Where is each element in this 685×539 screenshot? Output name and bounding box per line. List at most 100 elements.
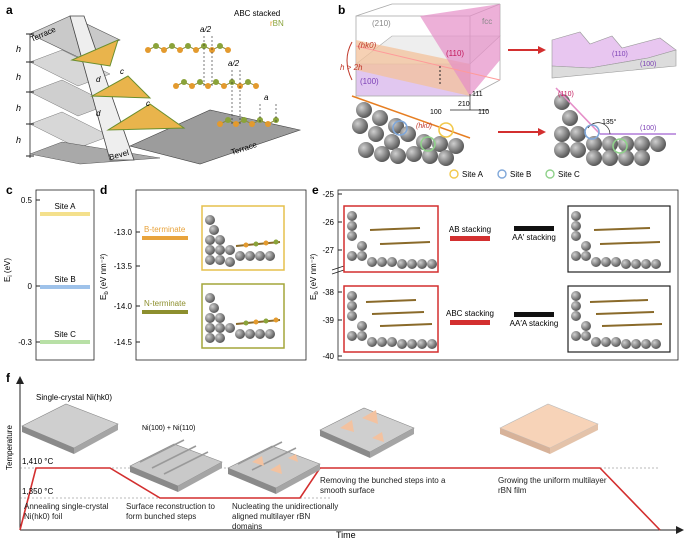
c-label-1: c [120,67,124,76]
c-tick-1: 0 [28,282,33,291]
rbn-domains [70,39,186,131]
d-tick-2: -14.0 [114,302,133,311]
e-snapshot-atoms [347,211,661,349]
plane-100-label: (100) [360,77,379,86]
panel-e-axes [337,189,679,361]
rbn-film-plate [499,403,599,454]
n-terminate-level [142,310,188,314]
level-label-a: Site A [55,202,77,211]
ni-surface-left [351,95,471,166]
right-plane-110: (110) [558,91,574,98]
site-legend [449,169,555,179]
level-label-c: Site C [54,330,76,339]
legend-site-b: Site B [510,170,531,179]
fcc-cube [355,3,501,97]
legend-site-c: Site C [558,170,580,179]
e-ylabel-sub: b [314,291,320,295]
c-label-2: c [146,99,150,108]
e-tick-top-1: -26 [322,218,334,227]
caption-annealing: Annealing single-crystal Ni(hk0) foil [24,502,109,521]
step2-title: Ni(100) + Ni(110) [142,425,195,432]
panel-letter-f: f [6,371,11,385]
step-plane-110: (110) [612,51,628,58]
caption-reconstruction: Surface reconstruction to form bunched s… [126,502,215,521]
terrace-stack [26,15,302,165]
ni-plate-1 [21,403,119,454]
aa2-level [514,312,554,317]
ni-plate-4 [319,407,415,458]
aa2-label: AA′A stacking [510,319,559,328]
d-tick-0: -13.0 [114,228,133,237]
dir-110: 110 [478,109,489,116]
legend-site-a: Site A [462,170,484,179]
n-terminate-label: N-terminate [144,299,186,308]
level-site-a [40,212,90,216]
e-tick-top-2: -27 [322,246,334,255]
panel-a: a h h h h Terrace Bevel Terrace [6,3,302,165]
h-label-4: h [16,135,21,145]
panel-c-axes [35,189,95,361]
panel-letter-e: e [312,183,319,197]
abc-label: ABC stacking [446,309,494,318]
panel-letter-d: d [100,183,107,197]
hk0-surface-label: (hk0) [416,123,432,130]
panel-d-axes [135,189,307,361]
abc-stacked-label: ABC stacked [234,9,280,18]
d-ylabel: Eb (eV nm⁻²) [99,253,110,300]
d-snapshot-atoms [205,215,275,343]
f-xlabel: Time [336,530,356,539]
d-tick-1: -13.5 [114,262,133,271]
terrace-bottom-plane [129,109,302,165]
h-label-1: h [16,44,21,54]
c-ylabel-sub: i [8,275,14,276]
step-block [551,31,677,79]
aa1-level [514,226,554,231]
dir-111: 111 [472,91,483,98]
plane-hk0-label: (hk0) [358,41,377,50]
e-snapshot-bn [365,227,663,327]
a-half-label-1: a/2 [200,25,212,34]
b-terminate-level [142,236,188,240]
c-tick-0: 0.5 [21,196,33,205]
ni-plate-3 [227,441,321,494]
b-terminate-label: B-terminate [144,225,186,234]
temp-1410: 1,410 °C [22,457,53,466]
angle-label: 135° [602,118,617,126]
axis-break [331,265,345,275]
h-label-2: h [16,72,21,82]
rbn-label: rBN [270,19,284,28]
a-label: a [264,93,269,102]
panel-d: d -13.0 -13.5 -14.0 -14.5 Eb (eV nm⁻²) B… [99,183,307,361]
dir-100: 100 [430,109,442,116]
caption-growing-film: Growing the uniform multilayer rBN film [498,476,607,495]
direction-triad [450,94,488,111]
plane-210-label: (210) [372,19,391,28]
abc-level [450,320,490,325]
d-label-2: d [96,109,101,118]
dir-210: 210 [458,101,470,108]
e-tick-bottom-2: -40 [322,352,334,361]
temp-1350: 1,350 °C [22,487,53,496]
panel-b: b (210) (hk0) (110) (100) fcc h > 2h (11 [338,3,677,179]
level-site-b [40,285,90,289]
h-label-3: h [16,103,21,113]
panel-f: f Temperature Time 1,410 °C 1,350 °C [5,371,684,539]
f-ylabel: Temperature [5,425,14,470]
temperature-profile [19,467,661,531]
e-tick-top-0: -25 [322,190,334,199]
caption-nucleation: Nucleating the unidirectionally aligned … [232,502,339,531]
d-ylabel-sub: b [104,291,110,295]
d-label-1: d [96,75,101,84]
h-relation-label: h > 2h [340,63,363,72]
plane-110-label: (110) [446,49,464,58]
panel-c: c 0.5 0 -0.3 Ei (eV) Site A Site B Site … [3,183,95,361]
ab-label: AB stacking [449,225,491,234]
step-plane-100: (100) [640,61,656,68]
level-label-b: Site B [54,275,75,284]
e-tick-bottom-1: -39 [322,316,334,325]
d-tick-3: -14.5 [114,338,133,347]
a-half-label-2: a/2 [228,59,240,68]
panel-letter-b: b [338,3,345,17]
rbn-suffix: BN [273,19,284,28]
